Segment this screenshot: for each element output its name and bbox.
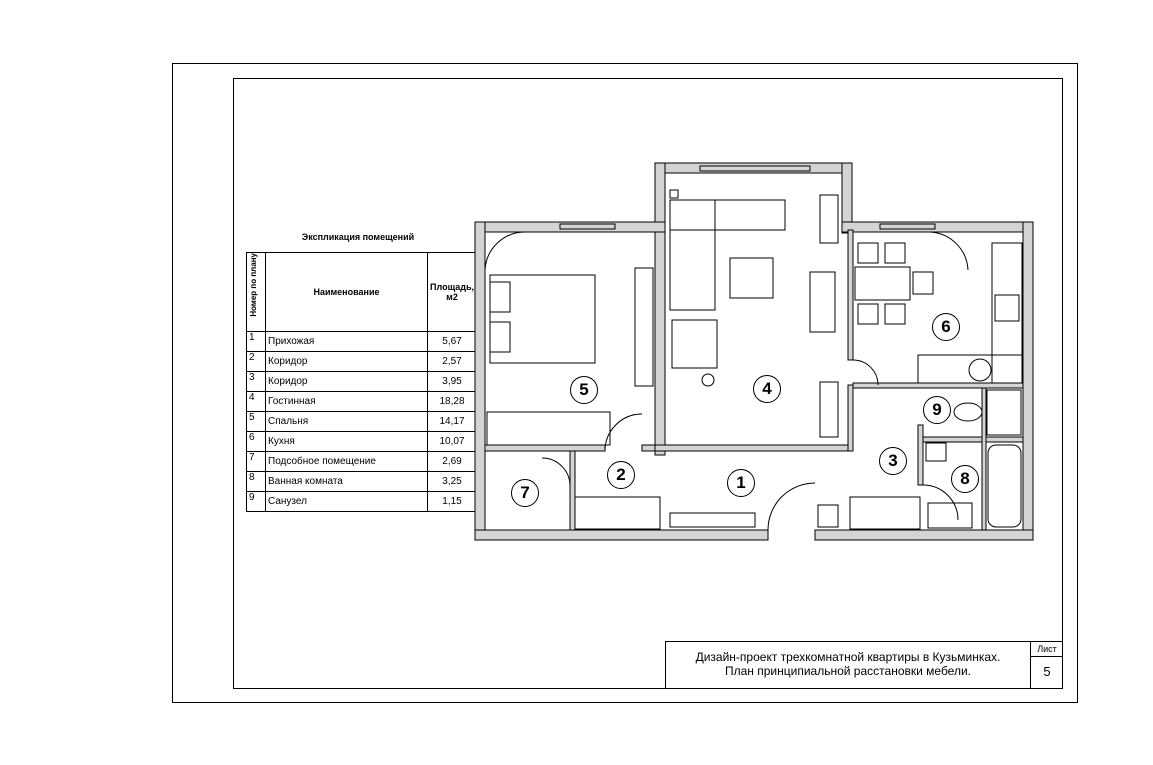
room-number-2: 2	[607, 461, 635, 489]
bed	[489, 274, 596, 364]
wall	[841, 221, 1034, 233]
window	[699, 165, 811, 172]
wall	[654, 444, 853, 452]
wall	[1022, 221, 1034, 541]
sheet-cell: Лист 5	[1030, 642, 1063, 688]
wardrobe	[634, 267, 654, 387]
shelf	[819, 194, 839, 244]
explication-title: Экспликация помещений	[301, 232, 415, 242]
title-line-2: План принципиальной расстановки мебели.	[725, 664, 971, 678]
chair	[857, 242, 879, 264]
door-swing	[922, 484, 959, 521]
door-swing	[767, 482, 816, 531]
sofa	[669, 199, 716, 311]
wall	[852, 382, 1024, 389]
row-name: Санузел	[265, 491, 428, 512]
wardrobe	[849, 496, 921, 530]
bathtub	[987, 444, 1022, 528]
sheet-label: Лист	[1031, 642, 1063, 657]
kitchen-counter	[917, 354, 1024, 384]
door-swing	[852, 359, 879, 386]
armchair	[671, 319, 718, 369]
pouf	[817, 504, 839, 528]
room-number-4: 4	[753, 375, 781, 403]
wall	[847, 384, 854, 452]
header-name: Наименование	[265, 252, 428, 332]
door-swing	[929, 231, 969, 271]
room-number-3: 3	[879, 447, 907, 475]
wardrobe	[486, 411, 611, 446]
sheet-number: 5	[1043, 664, 1051, 679]
door-swing	[484, 231, 526, 271]
wall	[484, 444, 606, 452]
wall	[654, 162, 666, 456]
drawing-inner-frame	[233, 78, 1063, 689]
room-number-7: 7	[511, 479, 539, 507]
shoe-bench	[669, 512, 756, 528]
speaker	[669, 189, 679, 199]
chair	[912, 271, 934, 295]
chair	[884, 303, 906, 325]
room-number-1: 1	[727, 469, 755, 497]
wall	[841, 162, 853, 234]
chair	[857, 303, 879, 325]
wardrobe	[574, 496, 661, 530]
room-number-6: 6	[932, 313, 960, 341]
window	[879, 223, 936, 230]
sofa	[669, 199, 786, 231]
project-title: Дизайн-проект трехкомнатной квартиры в К…	[666, 650, 1030, 678]
stove	[994, 294, 1020, 322]
kitchen-counter	[991, 242, 1023, 384]
door-swing	[541, 457, 571, 487]
title-line-1: Дизайн-проект трехкомнатной квартиры в К…	[695, 650, 1001, 664]
fixture	[986, 389, 1022, 436]
drawing-outer-frame	[172, 63, 1078, 703]
room-number-9: 9	[923, 396, 951, 424]
dining-table	[854, 266, 911, 301]
wall	[814, 529, 1034, 541]
washbasin	[927, 502, 973, 529]
wall	[922, 436, 1024, 443]
washing-machine	[925, 442, 947, 462]
sink	[968, 358, 992, 382]
toilet	[953, 402, 983, 422]
chair	[884, 242, 906, 264]
pillow	[489, 281, 511, 313]
floor-lamp	[701, 373, 715, 387]
wall	[474, 221, 486, 541]
cabinet	[819, 381, 839, 438]
wall	[917, 424, 924, 486]
wall	[847, 229, 854, 361]
room-number-5: 5	[570, 376, 598, 404]
coffee-table	[729, 257, 774, 299]
room-number-8: 8	[951, 465, 979, 493]
wall	[474, 529, 769, 541]
tv-stand	[809, 271, 836, 333]
wall	[569, 450, 576, 531]
door-swing	[604, 413, 643, 452]
wall	[981, 387, 987, 531]
explication-table: Номер по плану Наименование Площадь, м2 …	[246, 252, 478, 512]
title-block: Дизайн-проект трехкомнатной квартиры в К…	[665, 641, 1063, 688]
window	[559, 223, 616, 230]
pillow	[489, 321, 511, 353]
